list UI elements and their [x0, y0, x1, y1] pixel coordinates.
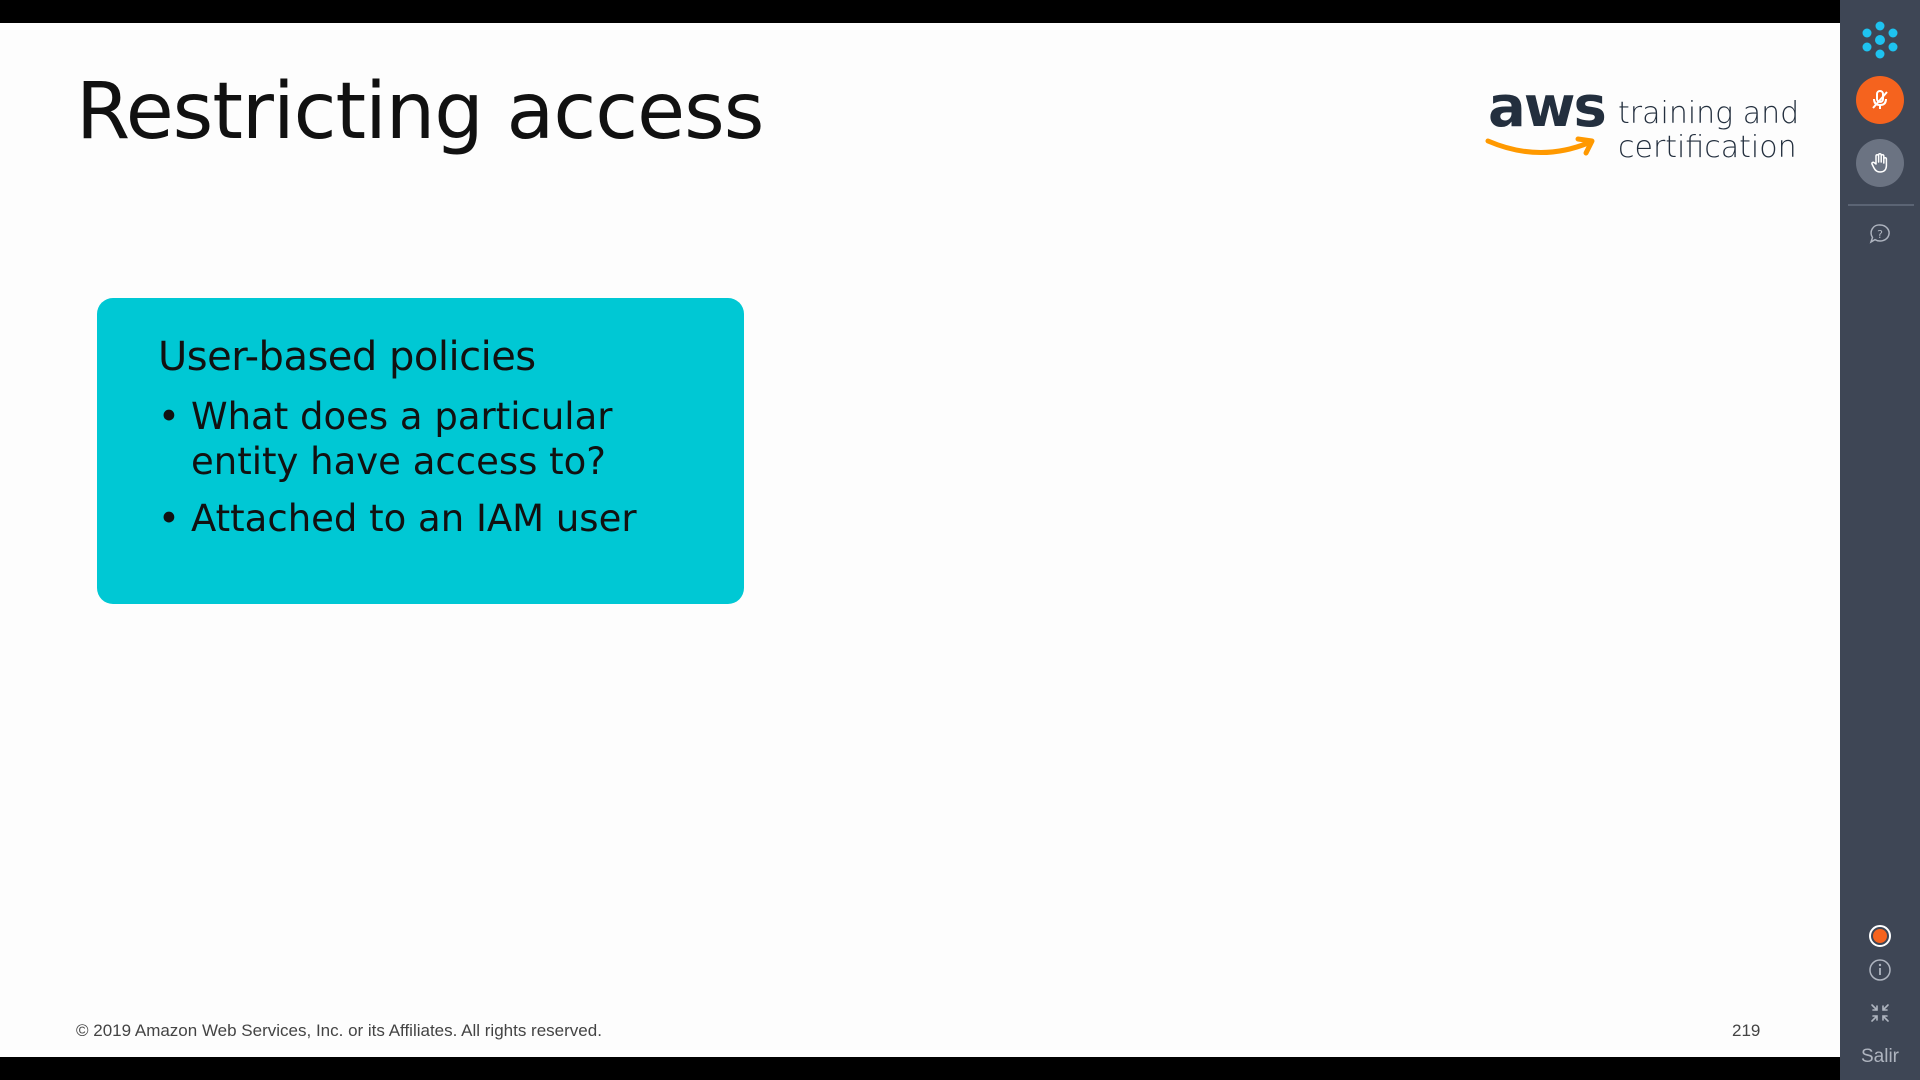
info-button[interactable]	[1864, 954, 1896, 986]
raise-hand-button[interactable]	[1856, 139, 1904, 187]
svg-text:?: ?	[1877, 228, 1883, 241]
microphone-button[interactable]	[1856, 76, 1904, 124]
bullet-item: • What does a particular entity have acc…	[158, 394, 704, 484]
bottom-letterbox-bar	[0, 1057, 1840, 1080]
aws-training-logo: aws training and certification	[1484, 73, 1804, 183]
bullet-text: What does a particular entity have acces…	[191, 395, 613, 483]
bullet-item: • Attached to an IAM user	[158, 496, 704, 541]
bullet-dot: •	[158, 497, 180, 540]
tagline-line1: training and	[1618, 96, 1800, 131]
exit-button[interactable]: Salir	[1860, 1046, 1899, 1067]
side-panel-divider	[1848, 204, 1914, 206]
copyright-notice: © 2019 Amazon Web Services, Inc. or its …	[76, 1021, 602, 1040]
meeting-side-panel: ? Salir	[1840, 0, 1920, 1080]
card-heading: User-based policies	[158, 334, 536, 380]
record-icon	[1869, 925, 1891, 947]
card-bullet-list: • What does a particular entity have acc…	[158, 394, 704, 541]
aws-logo-wordmark: aws	[1488, 75, 1607, 140]
slide-page-number: 219	[1732, 1021, 1761, 1040]
aws-logo-tagline: training and certification	[1618, 97, 1799, 165]
app-logo-icon[interactable]	[1856, 16, 1904, 64]
collapse-button[interactable]	[1864, 997, 1896, 1029]
info-icon	[1869, 959, 1891, 981]
collapse-icon	[1871, 1004, 1889, 1022]
aws-smile-icon	[1485, 136, 1595, 156]
presentation-slide: Restricting access aws training and cert…	[0, 23, 1840, 1057]
microphone-icon	[1872, 90, 1888, 109]
slide-title: Restricting access	[76, 67, 764, 157]
raise-hand-icon	[1871, 153, 1888, 173]
tagline-line2: certification	[1618, 130, 1797, 165]
bullet-dot: •	[158, 395, 180, 438]
bullet-text: Attached to an IAM user	[191, 497, 637, 540]
user-based-policies-card: User-based policies • What does a partic…	[97, 298, 744, 604]
question-icon: ?	[1869, 224, 1890, 244]
question-button[interactable]: ?	[1864, 218, 1896, 250]
record-button[interactable]	[1864, 920, 1896, 952]
top-letterbox-bar	[0, 0, 1840, 23]
